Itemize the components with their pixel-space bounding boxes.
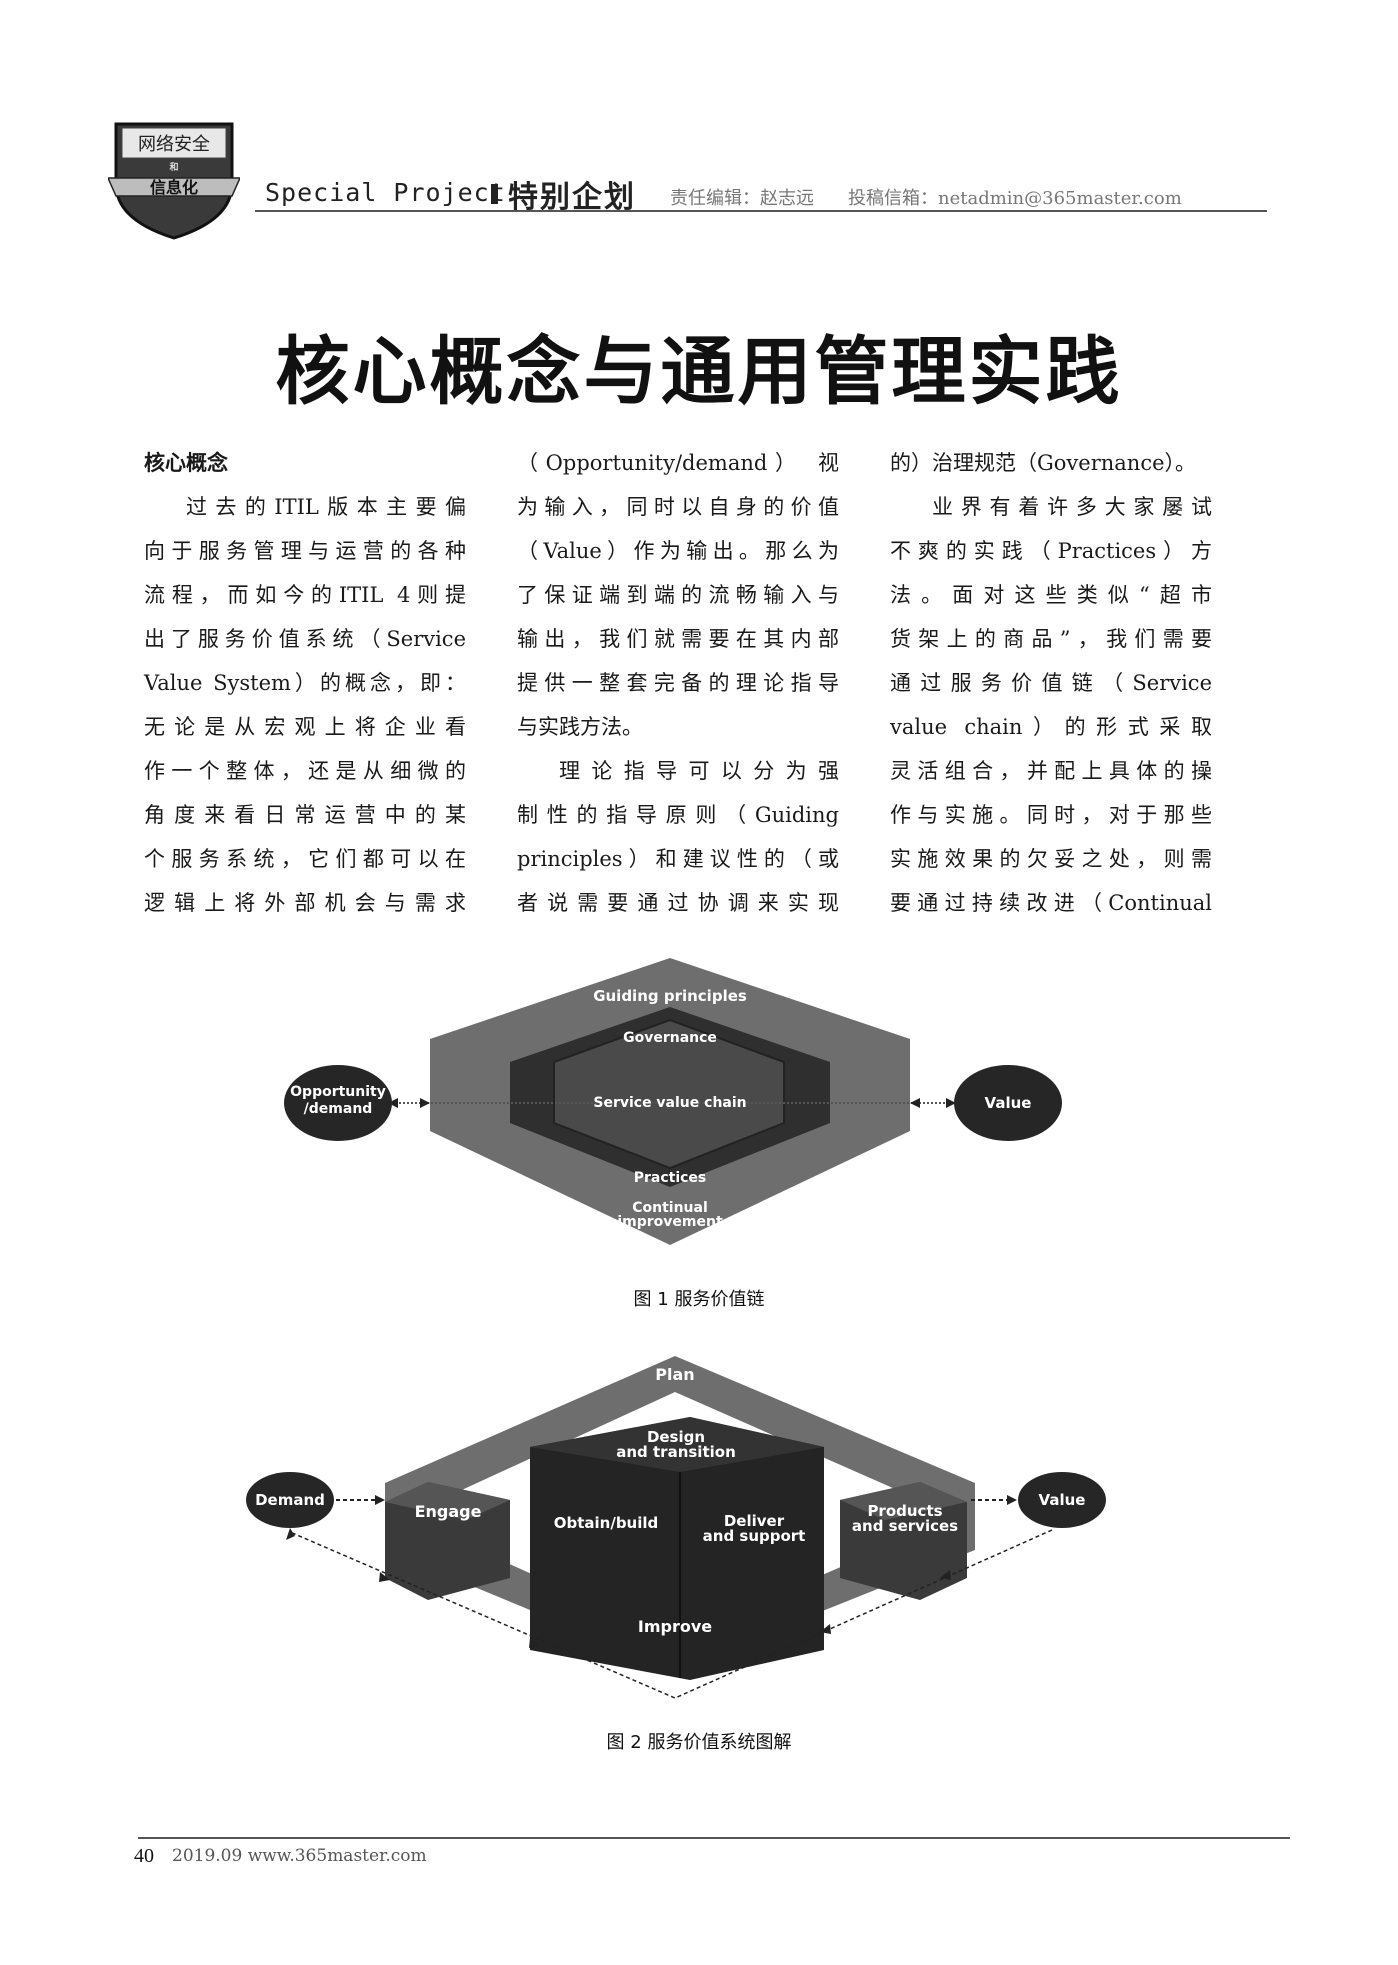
magazine-logo: 网络安全 和 信息化	[108, 122, 240, 240]
fig2-services-label: and services	[852, 1517, 958, 1535]
paragraph-line: 者说需要通过协调来实现	[517, 891, 839, 915]
figure-2-caption: 图 2 服务价值系统图解	[606, 1732, 792, 1753]
fig2-obtain-build-label: Obtain/build	[554, 1514, 659, 1532]
header-submission-email: 投稿信箱：netadmin@365master.com	[848, 188, 1182, 209]
paragraph-line: principles）和建议性的（或	[517, 847, 839, 871]
paragraph-line: value chain）的形式采取	[890, 715, 1212, 739]
paragraph-line: 理论指导可以分为强	[559, 759, 839, 783]
paragraph-line: 提供一整套完备的理论指导	[517, 671, 839, 695]
paragraph-line: 向于服务管理与运营的各种	[144, 539, 466, 563]
fig1-guiding-principles-label: Guiding principles	[593, 987, 747, 1005]
figure-service-value-system: Engage Products and services Design and …	[246, 1356, 1106, 1699]
paragraph-line: Value System）的概念，即：	[144, 671, 466, 695]
paragraph-line: 不爽的实践（Practices）方	[890, 539, 1212, 563]
fig2-plan-label: Plan	[655, 1365, 694, 1384]
paragraph-line: 灵活组合，并配上具体的操	[890, 759, 1212, 783]
header-project-cn: 特别企划	[508, 180, 636, 215]
fig2-design-label: Design	[647, 1428, 705, 1446]
figure-service-value-chain: Opportunity /demand Value Guiding princi…	[284, 958, 1062, 1245]
fig1-improvement-label: improvement	[617, 1214, 723, 1230]
fig2-demand-label: Demand	[255, 1491, 325, 1509]
fig2-value-label: Value	[1039, 1491, 1086, 1509]
paragraph-line: （Value）作为输出。那么为	[517, 539, 839, 563]
fig2-transition-label: and transition	[616, 1443, 736, 1461]
paragraph-line: 制性的指导原则（Guiding	[517, 803, 839, 827]
article-title: 核心概念与通用管理实践	[275, 329, 1123, 415]
text-column-3: 的）治理规范（Governance）。 业界有着许多大家屡试 不爽的实践（Pra…	[890, 441, 1212, 925]
paragraph-line: 逻辑上将外部机会与需求	[144, 891, 466, 915]
fig1-governance-label: Governance	[623, 1030, 717, 1046]
paragraph-line: 无论是从宏观上将企业看	[144, 715, 466, 739]
header-rule	[255, 210, 1267, 212]
header-editor: 责任编辑：赵志远	[670, 188, 814, 209]
paragraph-line: 了保证端到端的流畅输入与	[517, 583, 839, 607]
paragraph-line: 输出，我们就需要在其内部	[517, 627, 839, 651]
fig1-service-value-chain-label: Service value chain	[593, 1095, 746, 1111]
paragraph-line: 法。面对这些类似“超市	[890, 583, 1212, 607]
paragraph-line: 个服务系统，它们都可以在	[144, 847, 466, 871]
logo-text-bottom: 信息化	[150, 178, 198, 197]
logo-text-top: 网络安全	[138, 134, 210, 155]
paragraph-line: 为输入，同时以自身的价值	[517, 495, 839, 519]
fig1-practices-label: Practices	[634, 1170, 707, 1186]
paragraph-line: 通过服务价值链（Service	[890, 671, 1212, 695]
text-column-1: 核心概念 过去的ITIL版本主要偏 向于服务管理与运营的各种 流程，而如今的IT…	[144, 441, 466, 925]
paragraph-line: 角度来看日常运营中的某	[144, 803, 466, 827]
fig1-opportunity-label: Opportunity	[290, 1084, 386, 1100]
paragraph-line: 业界有着许多大家屡试	[932, 495, 1212, 519]
paragraph-line: 货架上的商品”，我们需要	[890, 627, 1212, 651]
fig1-demand-label: /demand	[304, 1101, 373, 1117]
section-heading: 核心概念	[144, 451, 228, 475]
paragraph-line: 的）治理规范（Governance）。	[890, 451, 1197, 475]
paragraph-line: 要通过持续改进（Continual	[890, 891, 1212, 915]
page-number: 40	[134, 1845, 154, 1867]
fig1-value-label: Value	[985, 1094, 1032, 1112]
fig2-improve-label: Improve	[638, 1617, 712, 1636]
logo-text-mid: 和	[168, 161, 178, 173]
fig2-support-label: and support	[703, 1527, 806, 1545]
text-column-2: （Opportunity/demand） 视 为输入，同时以自身的价值 （Val…	[517, 441, 839, 925]
fig1-continual-label: Continual	[632, 1200, 708, 1216]
fig2-deliver-label: Deliver	[724, 1512, 785, 1530]
footer-rule	[138, 1837, 1290, 1839]
figure-1-caption: 图 1 服务价值链	[633, 1289, 765, 1310]
paragraph-line: 作与实施。同时，对于那些	[890, 803, 1212, 827]
paragraph-line: 出了服务价值系统（Service	[144, 627, 466, 651]
fig2-products-label: Products	[867, 1502, 942, 1520]
fig2-engage-label: Engage	[415, 1502, 482, 1521]
paragraph-line: （Opportunity/demand） 视	[517, 451, 839, 475]
paragraph-line: 作一个整体，还是从细微的	[144, 759, 466, 783]
paragraph-line: 流程，而如今的ITIL 4则提	[144, 583, 466, 607]
paragraph-line: 与实践方法。	[517, 715, 643, 739]
footer-date-site: 2019.09 www.365master.com	[172, 1846, 427, 1866]
header-separator-bar	[491, 184, 498, 204]
paragraph-line: 实施效果的欠妥之处，则需	[890, 847, 1212, 871]
paragraph-line: 过去的ITIL版本主要偏	[186, 495, 466, 519]
header-project-en: Special Project	[265, 178, 506, 207]
